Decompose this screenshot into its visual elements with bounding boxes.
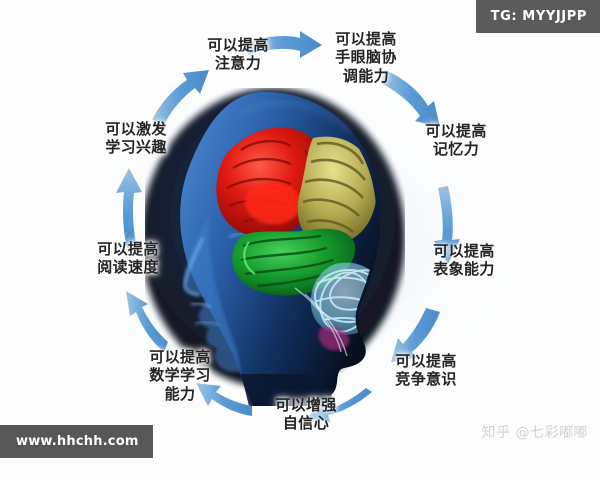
arrow-lower-left xyxy=(126,291,168,352)
node-label-attention: 可以提高 注意力 xyxy=(207,36,269,73)
zhihu-credit-watermark: 知乎 @七彩嘟嘟 xyxy=(481,425,588,441)
arrow-upper-left xyxy=(152,70,209,123)
node-label-interest: 可以激发 学习兴趣 xyxy=(105,120,167,157)
node-label-reading: 可以提高 阅读速度 xyxy=(97,240,159,277)
arrow-top xyxy=(246,31,322,58)
arrow-right xyxy=(434,186,460,264)
site-watermark-badge: www.hhchh.com xyxy=(0,425,153,458)
node-label-competition: 可以提高 竞争意识 xyxy=(395,352,457,389)
node-label-memory: 可以提高 记忆力 xyxy=(425,122,487,159)
arrow-upper-right xyxy=(381,70,440,127)
arrow-lower-right xyxy=(391,308,440,362)
node-label-coordination: 可以提高 手眼脑协 调能力 xyxy=(335,30,397,85)
arrow-left xyxy=(116,168,142,248)
arrow-bottom-right xyxy=(305,388,372,422)
node-label-confidence: 可以增强 自信心 xyxy=(275,396,337,433)
telegram-watermark-badge: TG: MYYJJPP xyxy=(475,0,600,33)
node-label-imagery: 可以提高 表象能力 xyxy=(433,242,495,279)
arrow-bottom-left xyxy=(196,383,252,416)
node-label-math: 可以提高 数学学习 能力 xyxy=(149,348,211,403)
brain-illustration xyxy=(145,88,405,408)
